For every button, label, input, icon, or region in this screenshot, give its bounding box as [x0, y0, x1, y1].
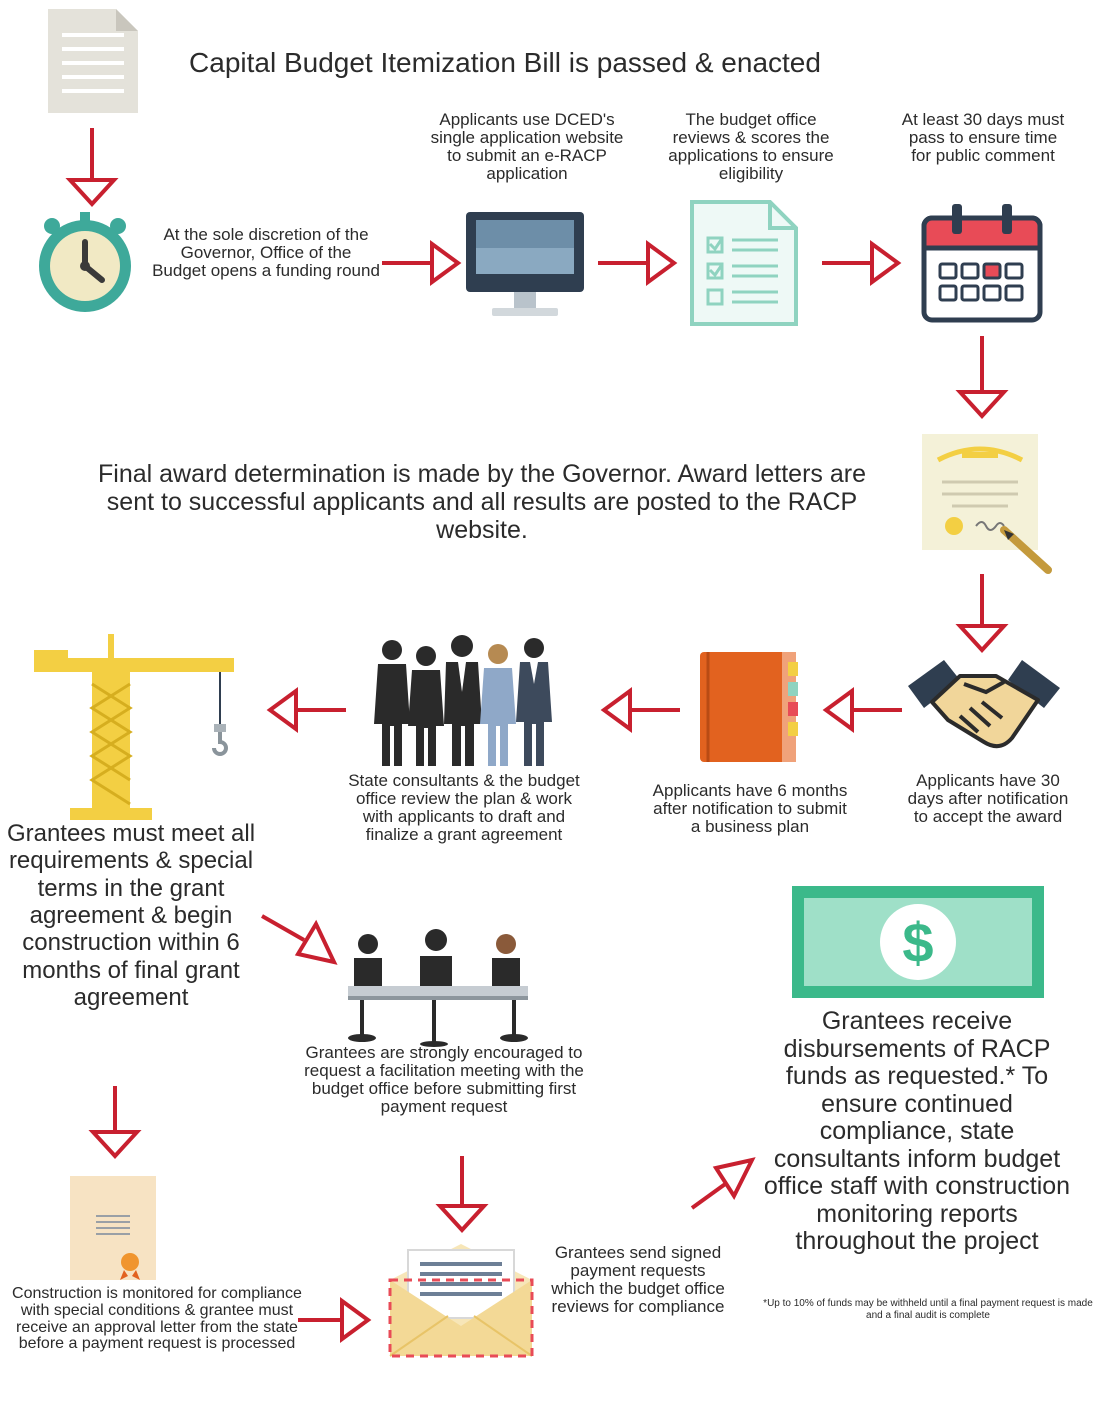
construction-crane-icon — [30, 628, 240, 824]
step-construction-monitored: Construction is monitored for compliance… — [12, 1285, 302, 1353]
step-payment-requests: Grantees send signed payment requests wh… — [551, 1243, 725, 1316]
arrow-diagonal-1 — [261, 914, 338, 965]
envelope-letter-icon — [386, 1240, 536, 1360]
dollar-bill-icon: $ — [790, 884, 1046, 1000]
arrow-down-4 — [88, 1086, 142, 1159]
step-facilitation-meeting: Grantees are strongly encouraged to requ… — [304, 1043, 584, 1116]
arrow-right-4 — [298, 1297, 372, 1343]
approval-letter-icon — [66, 1172, 160, 1284]
step-apply-online: Applicants use DCED's single application… — [430, 110, 624, 183]
main-title: Capital Budget Itemization Bill is passe… — [189, 47, 821, 78]
arrow-right-1 — [382, 240, 462, 286]
handshake-icon — [904, 646, 1064, 766]
arrow-down-3 — [955, 574, 1009, 653]
certificate-icon — [918, 430, 1058, 580]
arrow-right-2 — [598, 240, 678, 286]
step-business-plan: Applicants have 6 months after notificat… — [652, 781, 848, 836]
footnote: *Up to 10% of funds may be withheld unti… — [763, 1298, 1093, 1321]
document-icon — [44, 5, 142, 117]
stopwatch-icon — [30, 210, 140, 314]
step-meet-requirements: Grantees must meet all requirements & sp… — [6, 820, 256, 1012]
dollar-sign: $ — [902, 911, 933, 974]
step-review-applications: The budget office reviews & scores the a… — [668, 110, 834, 183]
step-accept-award: Applicants have 30 days after notificati… — [907, 771, 1069, 826]
notebook-icon — [694, 648, 806, 766]
calendar-icon — [920, 202, 1044, 324]
business-people-icon — [370, 630, 560, 770]
computer-monitor-icon — [462, 208, 588, 320]
arrow-down-5 — [435, 1156, 489, 1233]
checklist-document-icon — [688, 198, 800, 328]
arrow-right-3 — [822, 240, 902, 286]
step-disbursements: Grantees receive disbursements of RACP f… — [763, 1007, 1071, 1255]
step-final-award: Final award determination is made by the… — [98, 460, 866, 544]
arrow-down-1 — [65, 128, 119, 207]
arrow-diagonal-2 — [690, 1157, 756, 1210]
arrow-left-3 — [266, 687, 346, 733]
arrow-left-2 — [600, 687, 680, 733]
arrow-left-1 — [822, 687, 902, 733]
arrow-down-2 — [955, 336, 1009, 419]
step-grant-agreement: State consultants & the budget office re… — [348, 771, 580, 844]
meeting-table-icon — [338, 928, 538, 1048]
step-open-funding-round: At the sole discretion of the Governor, … — [152, 225, 380, 280]
step-public-comment: At least 30 days must pass to ensure tim… — [901, 110, 1065, 165]
